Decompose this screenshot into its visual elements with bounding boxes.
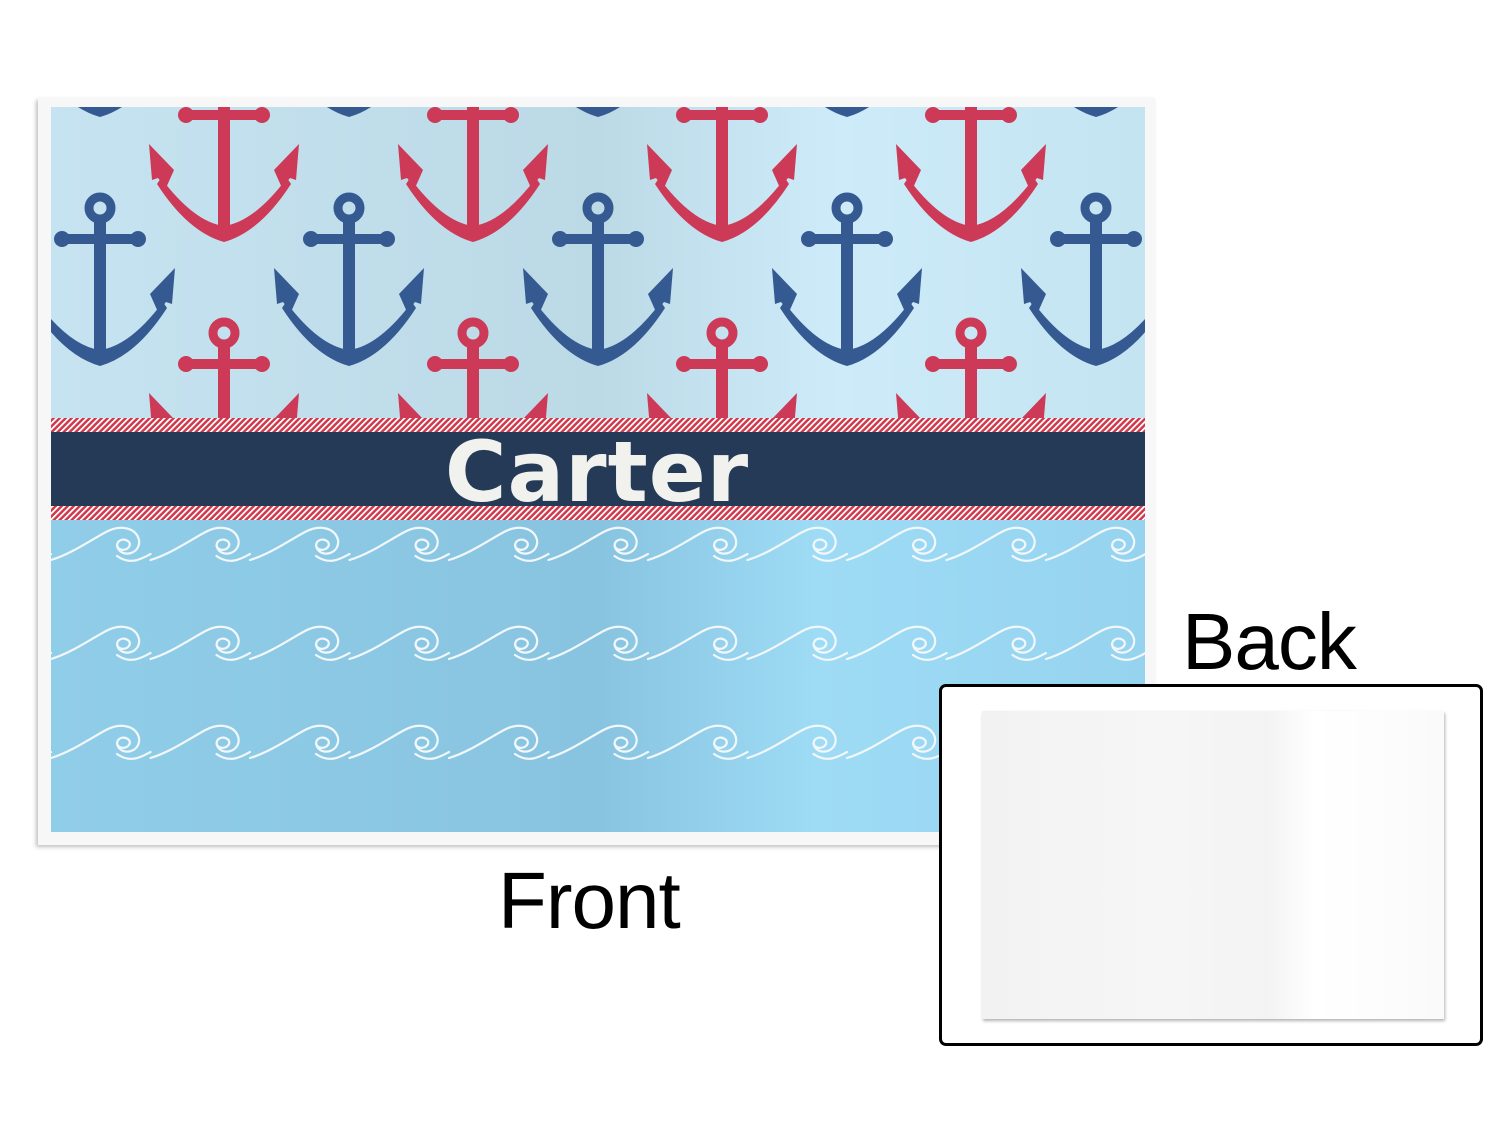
placemat-artwork: Carter (51, 107, 1145, 832)
back-preview-frame (939, 684, 1483, 1046)
back-label: Back (1182, 597, 1357, 686)
rope-icon (51, 506, 1145, 520)
rope-icon (51, 418, 1145, 432)
front-label: Front (498, 856, 681, 945)
personalized-name: Carter (445, 423, 749, 521)
placemat-back (982, 711, 1444, 1019)
name-band (51, 432, 1145, 506)
